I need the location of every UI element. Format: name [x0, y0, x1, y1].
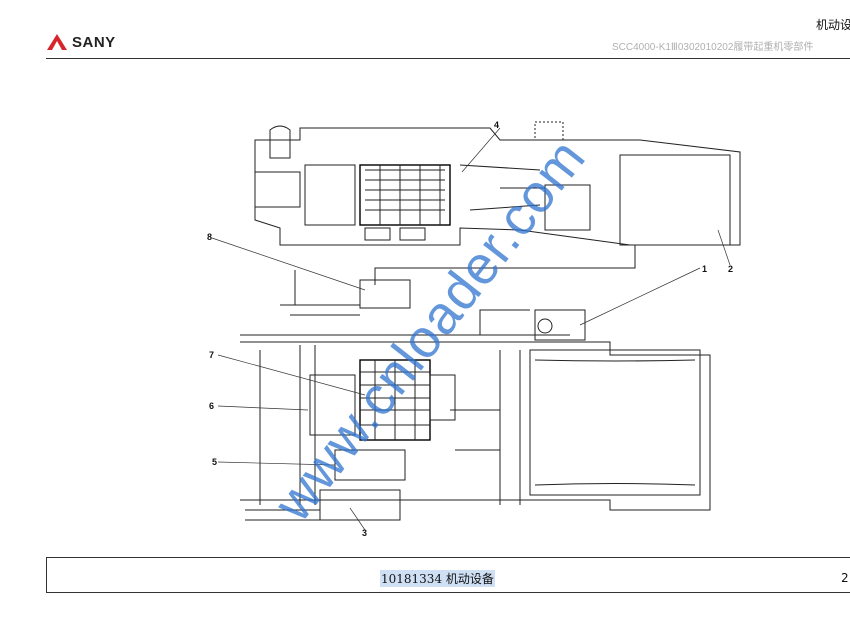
document-subtitle: SCC4000-K1Ⅲ0302010202履带起重机零部件 [612, 42, 814, 53]
footer-caption: 10181334 机动设备 [380, 570, 495, 587]
page-number: 2 [841, 571, 849, 585]
callout-7: 7 [209, 350, 214, 360]
brand-name: SANY [72, 33, 116, 51]
footer-box [46, 557, 850, 593]
document-title: 机动设 [816, 18, 850, 32]
sany-logo: SANY [46, 33, 116, 51]
callout-1: 1 [702, 264, 707, 274]
callout-2: 2 [728, 264, 733, 274]
callout-4: 4 [494, 120, 499, 130]
callout-3: 3 [362, 528, 367, 538]
callout-5: 5 [212, 457, 217, 467]
callout-6: 6 [209, 401, 214, 411]
engine-assembly-drawing: 1 2 3 4 5 6 7 8 [207, 120, 741, 538]
header-rule [46, 58, 850, 59]
sany-logo-icon [47, 34, 67, 50]
callout-8: 8 [207, 232, 212, 242]
